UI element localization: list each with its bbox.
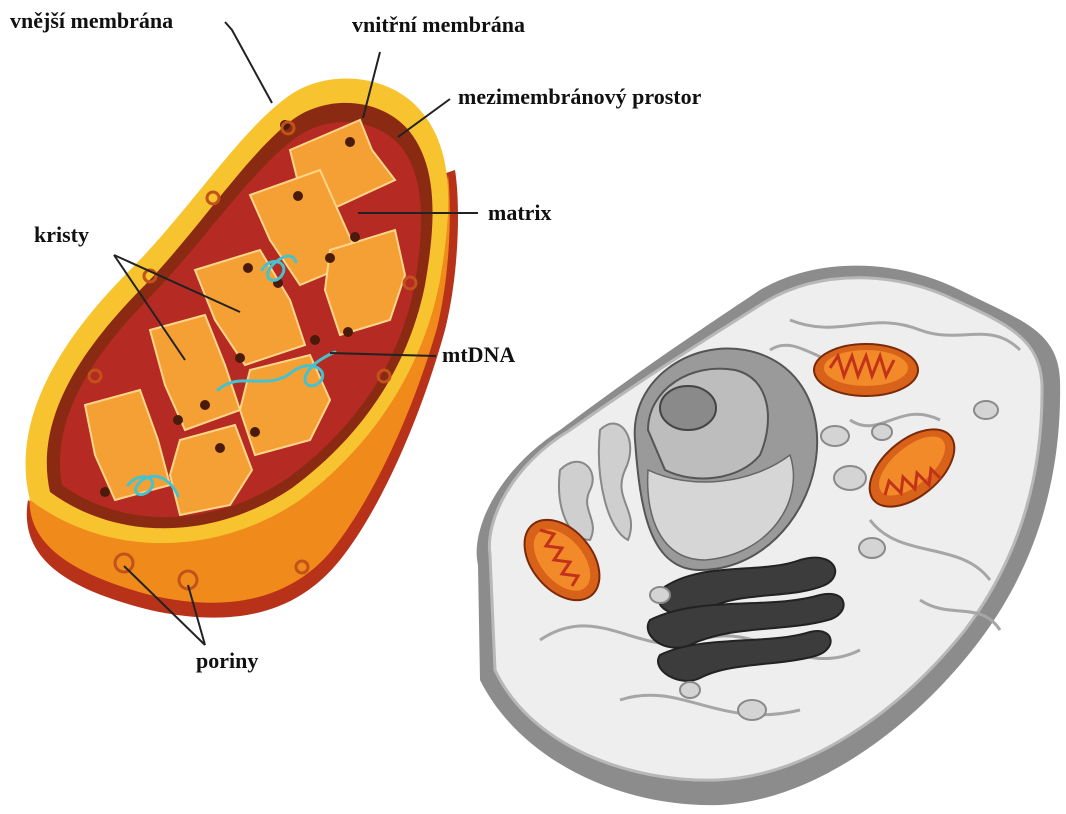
granule <box>100 487 110 497</box>
cell-mitochondrion <box>814 344 918 396</box>
nucleolus <box>660 386 716 430</box>
granule <box>173 415 183 425</box>
vesicle <box>821 426 849 446</box>
animal-cell <box>477 266 1060 806</box>
label-cristae: kristy <box>34 222 89 247</box>
granule <box>345 137 355 147</box>
leader-outer-membrane <box>225 22 272 103</box>
granule <box>243 263 253 273</box>
label-inner-membrane: vnitřní membrána <box>352 12 525 37</box>
granule <box>350 232 360 242</box>
granule <box>250 427 260 437</box>
vesicle <box>650 587 670 603</box>
vesicle <box>738 700 766 720</box>
label-outer-membrane: vnější membrána <box>10 8 173 33</box>
vesicle <box>872 424 892 440</box>
vesicle <box>834 466 866 490</box>
granule <box>200 400 210 410</box>
vesicle <box>974 401 998 419</box>
label-matrix: matrix <box>488 200 552 225</box>
granule <box>343 327 353 337</box>
granule <box>215 443 225 453</box>
label-mtdna: mtDNA <box>442 342 515 367</box>
granule <box>310 335 320 345</box>
vesicle <box>680 682 700 698</box>
granule <box>235 353 245 363</box>
label-intermembrane-space: mezimembránový prostor <box>458 84 702 109</box>
vesicle <box>859 538 885 558</box>
label-porins: poriny <box>196 648 258 673</box>
granule <box>293 191 303 201</box>
granule <box>325 253 335 263</box>
mitochondrion <box>26 79 458 618</box>
